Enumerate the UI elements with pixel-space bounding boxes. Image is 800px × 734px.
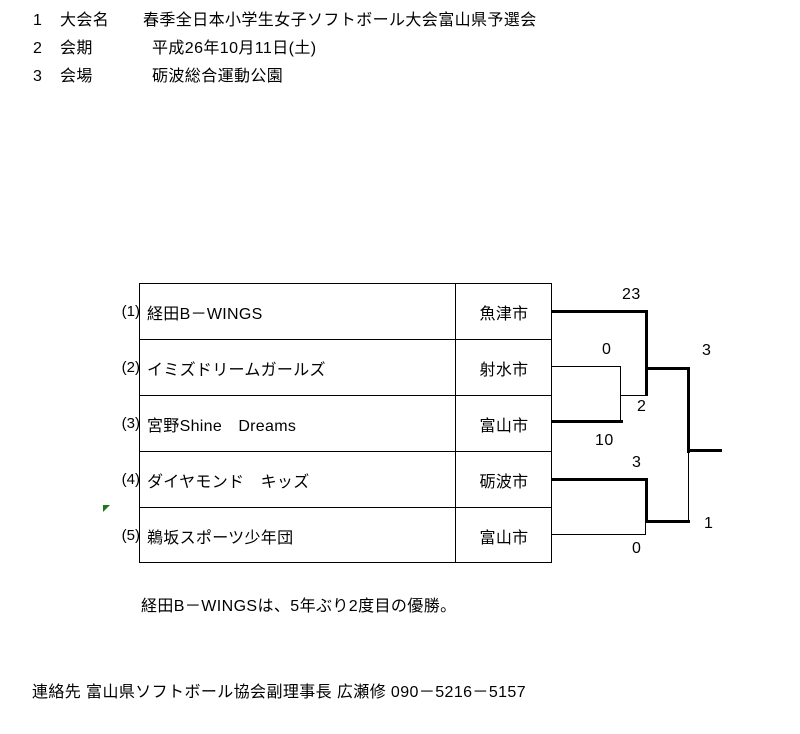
bracket-line-lower-semifinal-advance [645,520,690,523]
score-round1-upper-loser: 0 [602,341,612,358]
team-name-4: ダイヤモンド キッズ [140,452,456,507]
bracket-line-team4-advance [552,478,648,481]
header-line-3-label: 会場 [60,68,93,85]
seed-label-1: (1) [121,302,140,320]
header-line-1-label: 大会名 [60,12,110,29]
bracket-connector-4-5-thin [645,520,646,535]
bracket-line-upper-semifinal-advance [645,367,690,370]
table-row: ダイヤモンド キッズ 砺波市 [140,452,551,508]
contact-line: 連絡先 富山県ソフトボール協会副理事長 広瀬修 090－5216－5157 [32,684,527,701]
header-line-3-value: 砺波総合運動公園 [152,68,284,85]
bracket-connector-upper-semifinal [645,310,648,396]
score-round1-lower-loser: 0 [632,540,642,557]
table-row: 宮野Shine Dreams 富山市 [140,396,551,452]
team-name-3: 宮野Shine Dreams [140,396,456,451]
header-line-1-value: 春季全日本小学生女子ソフトボール大会富山県予選会 [143,12,537,29]
score-round2-upper-winner: 2 [637,398,647,415]
table-row: 経田B－WINGS 魚津市 [140,284,551,340]
header-line-2-number: 2 [33,40,43,57]
team-table: 経田B－WINGS 魚津市 イミズドリームガールズ 射水市 宮野Shine Dr… [139,283,552,563]
team-city-5: 富山市 [479,529,529,547]
score-final-winner: 3 [702,342,712,359]
bracket-connector-final-upper [687,367,690,453]
seed-label-5: (5) [121,526,140,544]
result-note: 経田B－WINGSは、5年ぶり2度目の優勝。 [141,598,457,615]
team-city-3: 富山市 [479,417,529,435]
bracket-line-champion [687,449,722,452]
bracket-connector-2-3 [620,366,621,423]
header-line-3-number: 3 [33,68,43,85]
table-row: イミズドリームガールズ 射水市 [140,340,551,396]
team-city-2: 射水市 [479,361,529,379]
team-name-2: イミズドリームガールズ [140,340,456,395]
bracket-line-team2-out [552,366,620,367]
bracket-line-match23-out [620,395,648,396]
bracket-connector-final-lower [688,450,689,523]
score-round2-upper-loser: 10 [595,432,614,449]
team-name-5: 鵜坂スポーツ少年団 [140,508,456,563]
header-line-2-label: 会期 [60,40,93,57]
team-name-1: 経田B－WINGS [140,284,456,339]
seed-label-4: (4) [121,470,140,488]
bracket-line-team1-advance [552,310,648,313]
header-line-2-value: 平成26年10月11日(土) [152,40,317,57]
seed-label-3: (3) [121,414,140,432]
score-round1-upper-winner: 23 [622,286,641,303]
team-city-1: 魚津市 [479,305,529,323]
score-final-loser: 1 [704,515,714,532]
bracket-connector-4-5-thick [645,478,648,522]
bracket-line-team3-advance [552,420,623,423]
header-line-1-number: 1 [33,12,43,29]
seed-label-2: (2) [121,358,140,376]
score-round1-lower-winner: 3 [632,454,642,471]
green-comment-marker-icon [103,505,110,512]
team-city-4: 砺波市 [479,473,529,491]
bracket-line-team5-out [552,534,645,535]
table-row: 鵜坂スポーツ少年団 富山市 [140,508,551,564]
